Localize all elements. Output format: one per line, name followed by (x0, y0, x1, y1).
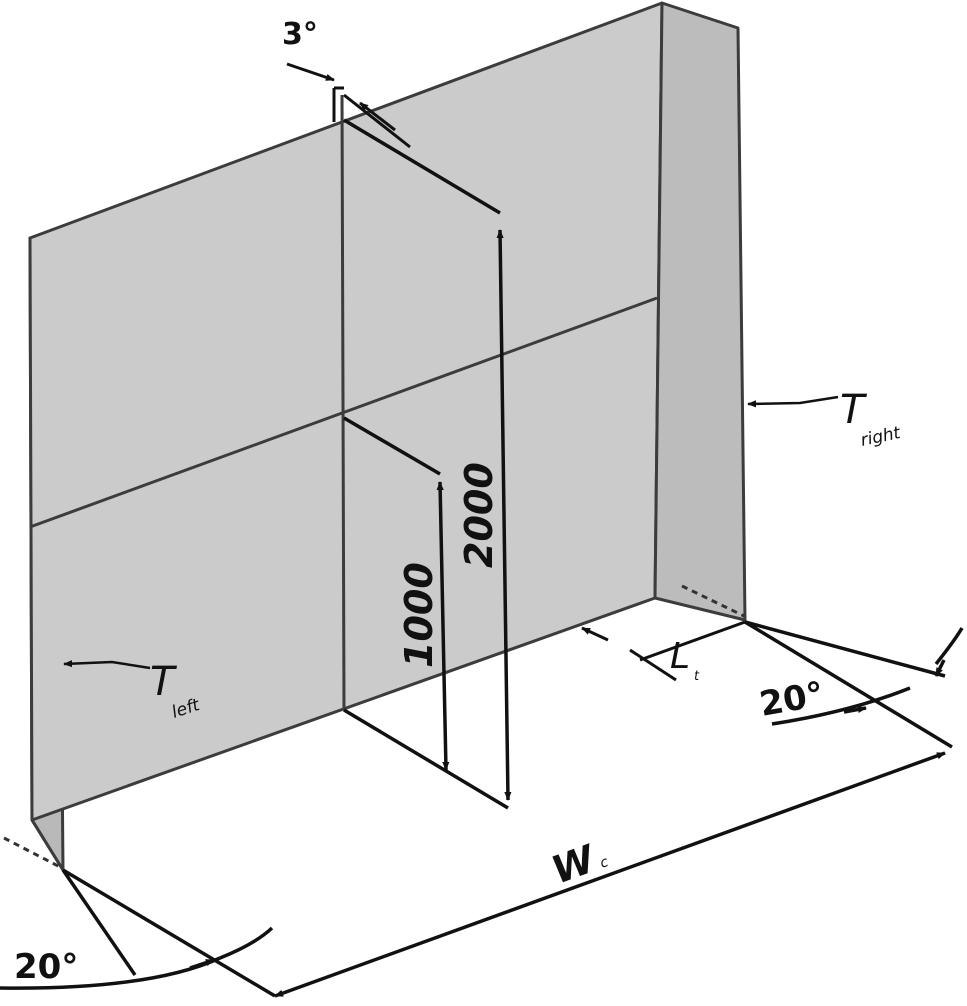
left-angle-label: 20° (14, 947, 78, 987)
tilt-marker (286, 62, 411, 149)
height-2000-label: 2000 (457, 462, 501, 568)
wc-label: W (546, 836, 602, 892)
height-1000-dimension (343, 416, 450, 771)
t-left-leader (63, 660, 151, 670)
lt-offset-dimension (581, 620, 746, 682)
t-right-label: T (840, 387, 868, 433)
height-1000-label: 1000 (397, 562, 441, 668)
lt-subscript: t (694, 669, 700, 684)
left-angle-construction (0, 868, 276, 998)
left-wall-bottom-edge (30, 819, 65, 871)
right-wall-side (653, 1, 747, 622)
t-right-leader (747, 395, 839, 408)
tilt-angle-label: 3° (282, 17, 318, 52)
center-vertical-line (340, 94, 346, 711)
t-right-subscript: right (859, 423, 904, 451)
wc-dimension-line (274, 751, 946, 998)
t-left-label: T (150, 659, 178, 705)
wc-subscript: c (598, 854, 611, 872)
lt-label: L (670, 636, 690, 677)
right-angle-construction (744, 620, 964, 749)
right-corner-dashed (681, 584, 745, 618)
